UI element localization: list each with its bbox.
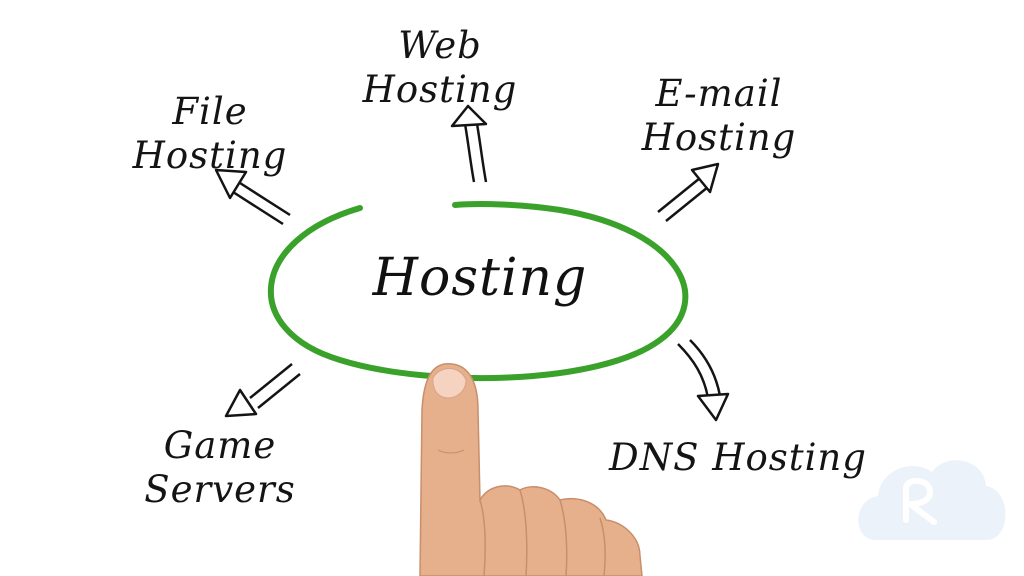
node-email-hosting: E-mail Hosting [624,72,814,160]
node-email-line2: Hosting [641,116,797,159]
node-file-line2: Hosting [132,134,288,177]
center-ellipse [267,201,689,382]
arrow-icon [450,104,488,183]
node-game-line1: Game [163,424,277,467]
cloud-logo-icon [858,460,1006,540]
arrow-icon [214,168,291,226]
node-file-hosting: File Hosting [120,90,300,178]
node-web-line2: Hosting [362,68,518,111]
node-file-line1: File [172,90,248,133]
hand-pointer-icon [419,363,643,576]
arrow-icon [677,339,730,422]
center-label: Hosting [372,248,588,308]
node-web-hosting: Web Hosting [350,24,530,112]
arrow-icon [657,162,720,222]
node-game-servers: Game Servers [130,424,310,512]
node-email-line1: E-mail [655,72,783,115]
arrow-icon [224,363,301,418]
node-dns-line1: DNS Hosting [609,436,867,479]
node-dns-hosting: DNS Hosting [598,436,878,480]
node-web-line1: Web [398,24,482,67]
node-game-line2: Servers [144,468,296,511]
